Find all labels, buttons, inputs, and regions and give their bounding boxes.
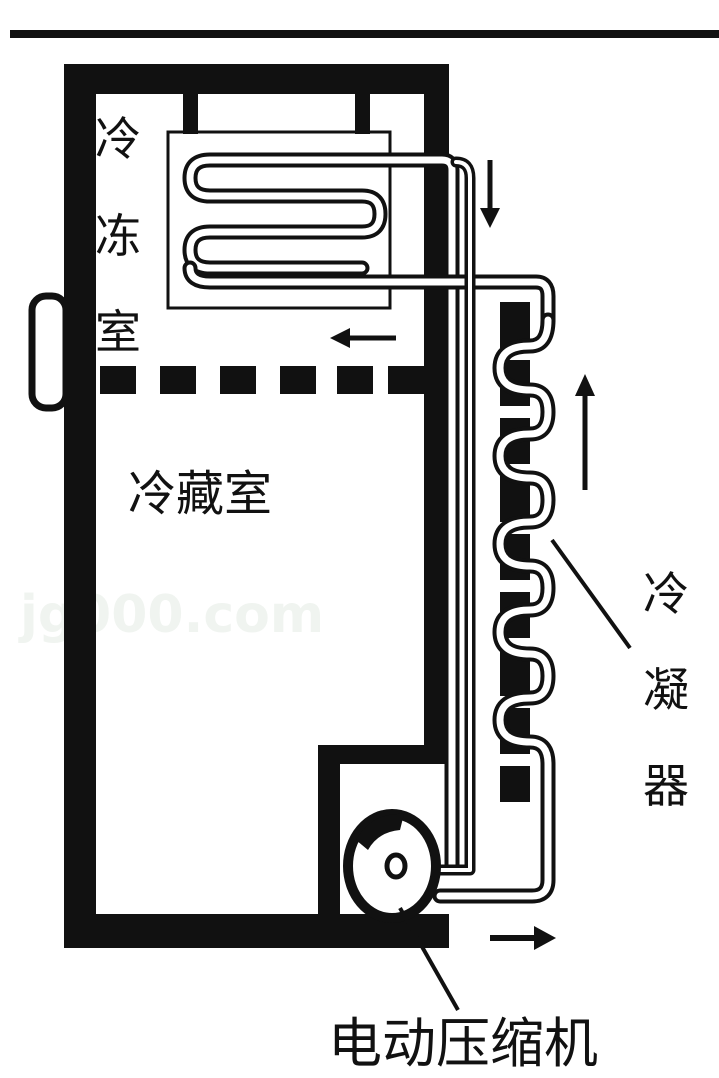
leader-lines xyxy=(398,538,632,1011)
evaporator-frame xyxy=(166,130,392,310)
tube-to-condenser-core xyxy=(186,264,552,324)
tube-to-condenser xyxy=(182,260,556,328)
freezer-label-char: 冷 xyxy=(95,112,141,166)
refrigerant-tubing xyxy=(182,152,556,904)
shelf-block xyxy=(337,366,373,394)
door-handle xyxy=(28,292,70,412)
fridge-label: 冷藏室 xyxy=(128,466,272,522)
arrow-down-icon xyxy=(480,208,500,228)
evaporator-post-right xyxy=(355,94,370,134)
condenser-coil-core xyxy=(436,316,552,900)
top-rule xyxy=(10,30,719,38)
compressor-recess-side xyxy=(318,745,340,930)
watermark: jg000.com xyxy=(18,585,324,645)
arrow-right-icon xyxy=(534,926,556,950)
condenser-label-char: 器 xyxy=(643,759,689,813)
freezer-label-char: 室 xyxy=(95,305,141,359)
return-line-core xyxy=(428,160,472,872)
arrow-left-icon xyxy=(330,328,350,348)
cabinet-top-wall xyxy=(64,64,449,94)
shelf-block xyxy=(220,366,256,394)
evaporator-coil-core xyxy=(186,156,456,872)
freezer-divider-shelf xyxy=(100,366,426,394)
condenser-fin xyxy=(500,766,530,802)
condenser-label-char: 冷 xyxy=(643,567,689,621)
shelf-block xyxy=(388,366,426,394)
shelf-block xyxy=(280,366,316,394)
freezer-label-char: 冻 xyxy=(95,209,141,263)
cabinet-left-wall xyxy=(64,64,96,948)
shelf-block xyxy=(100,366,136,394)
compressor-label: 电动压缩机 xyxy=(328,1012,598,1075)
condenser-leader-line xyxy=(550,538,632,650)
condenser-label-char: 凝 xyxy=(643,663,689,717)
arrow-up-icon xyxy=(575,374,595,396)
evaporator-post-left xyxy=(183,94,198,134)
compressor-shading xyxy=(356,813,404,850)
shelf-block xyxy=(160,366,196,394)
compressor-recess-top xyxy=(318,745,449,764)
compressor xyxy=(343,809,441,923)
compressor-leader-line xyxy=(398,907,460,1011)
flow-arrows xyxy=(330,160,595,950)
compressor-port xyxy=(384,852,408,880)
